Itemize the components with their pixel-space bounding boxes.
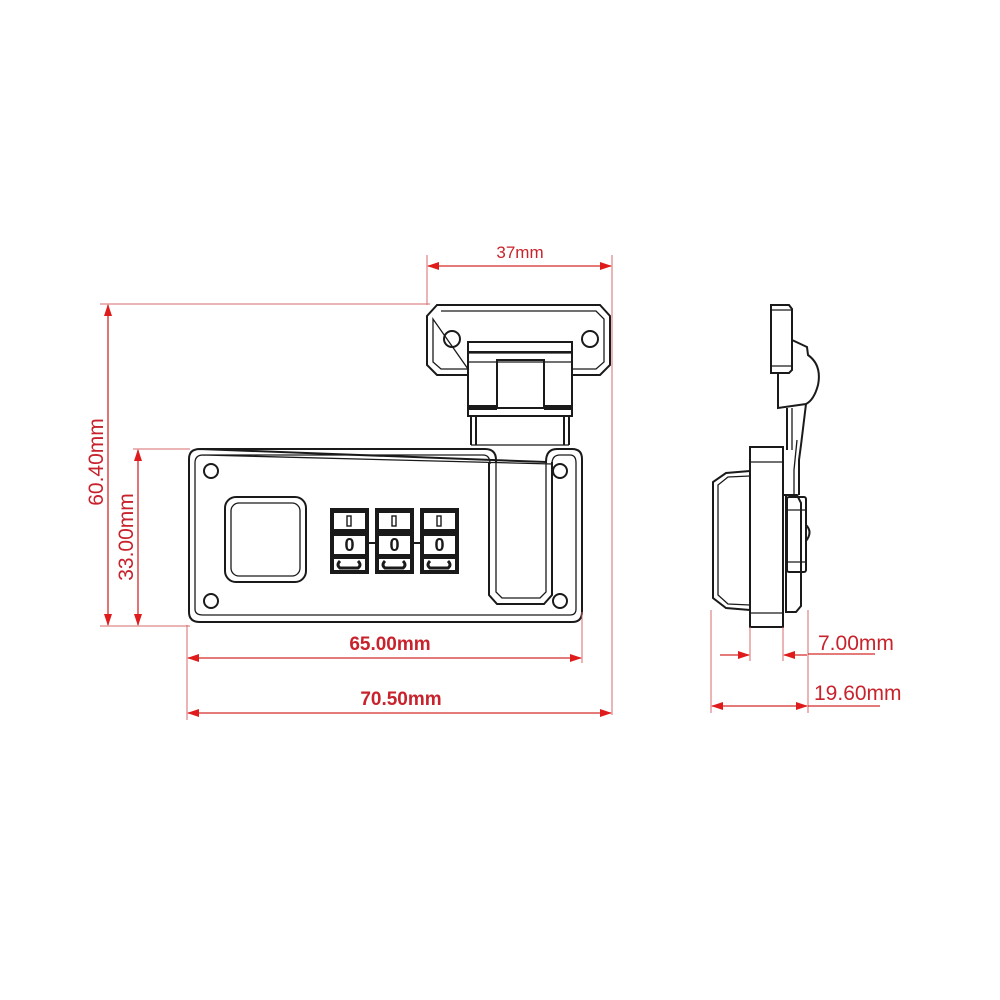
dial-3: 0 (420, 508, 459, 574)
dimension-label-body-height: 33.00mm (115, 493, 138, 581)
dimension-label-side-thickness: 7.00mm (818, 632, 894, 655)
body-screw-hole-bottom-left (203, 593, 219, 609)
hasp-plate (426, 304, 611, 376)
hasp-screw-hole-left (443, 330, 461, 348)
dimension-label-total-height: 60.40mm (85, 418, 108, 506)
dial-digit: 0 (434, 535, 444, 555)
body-screw-hole-bottom-right (552, 593, 568, 609)
release-button (224, 496, 307, 583)
hasp-screw-hole-right (581, 330, 599, 348)
combination-dials: 0 0 0 (330, 508, 459, 574)
dimension-label-total-width: 70.50mm (360, 689, 441, 710)
dimension-labels: 37mm 60.40mm 33.00mm 65.00mm 70.50mm 7.0… (85, 243, 902, 710)
dial-digit: 0 (389, 535, 399, 555)
dial-2: 0 (375, 508, 414, 574)
side-view (712, 304, 820, 628)
dimension-lines (100, 255, 880, 720)
dimension-label-hasp-width: 37mm (496, 243, 543, 262)
dimension-label-total-depth: 19.60mm (814, 682, 902, 705)
dimension-label-body-width: 65.00mm (349, 634, 430, 655)
dial-1: 0 (330, 508, 369, 574)
dial-digit: 0 (344, 535, 354, 555)
hinge (467, 341, 573, 446)
front-view: 0 0 0 (188, 304, 611, 623)
lock-body (188, 447, 583, 623)
body-screw-hole-top-left (203, 463, 219, 479)
body-screw-hole-top-right (552, 463, 568, 479)
